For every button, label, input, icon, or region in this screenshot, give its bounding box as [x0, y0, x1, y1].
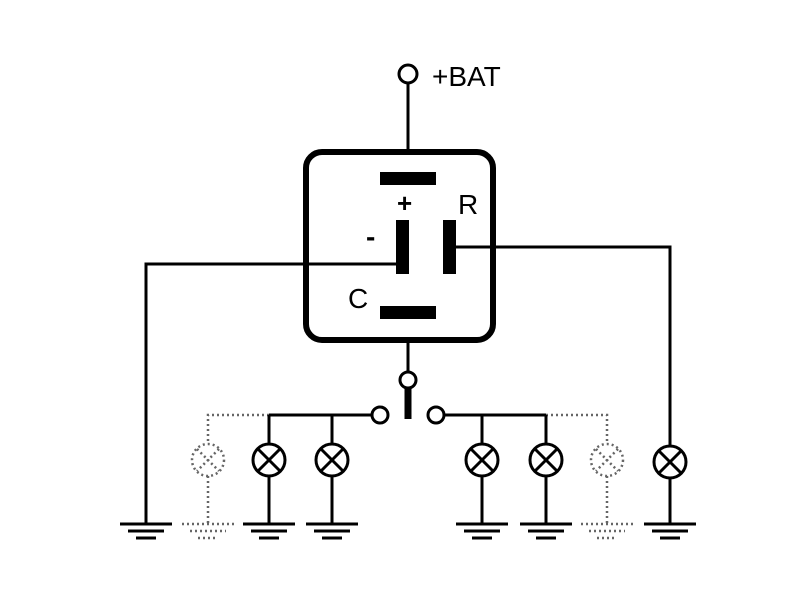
pilot-lamp: [644, 444, 696, 540]
r-pilot-wire: [449, 245, 672, 446]
c-label: C: [348, 283, 368, 314]
lamp: [243, 415, 295, 540]
battery-label: +BAT: [432, 61, 501, 92]
c-contact: [380, 306, 436, 319]
optional-lamp: [581, 442, 633, 540]
optional-lamp: [182, 442, 234, 540]
plus-contact: [380, 172, 436, 185]
lamp: [306, 415, 358, 540]
minus-ground-wire: [120, 262, 402, 540]
left-dotted-bus: [206, 413, 269, 444]
r-label: R: [458, 189, 478, 220]
lamp: [520, 415, 572, 540]
right-dotted-bus: [546, 413, 609, 444]
switch: [370, 340, 446, 425]
plus-label: +: [397, 188, 412, 218]
lamp: [456, 415, 508, 540]
minus-label: -: [366, 221, 375, 252]
minus-contact: [396, 220, 409, 274]
battery-terminal: [397, 63, 419, 152]
